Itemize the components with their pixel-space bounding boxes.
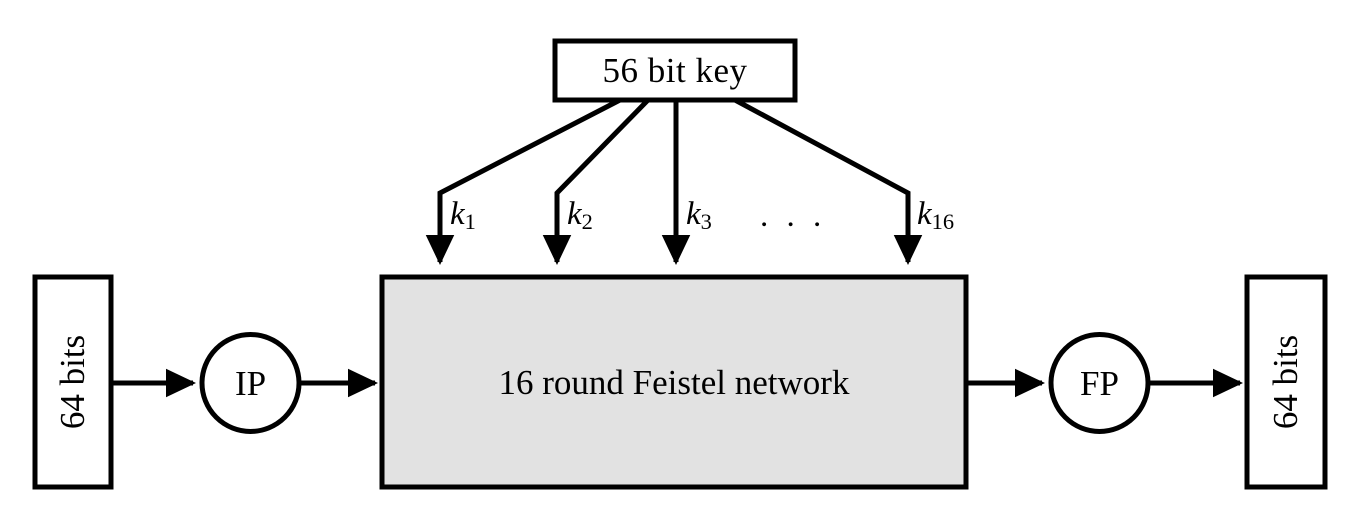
round-key-ellipsis: . . . (760, 198, 827, 234)
ip-label: IP (234, 363, 267, 403)
round-key-label-2: k2 (567, 198, 593, 233)
round-key-label-16: k16 (917, 198, 954, 233)
output-bits-box (1244, 274, 1328, 490)
input-bits-label: 64 bits (53, 334, 92, 430)
round-key-base-2: k (567, 196, 582, 232)
feistel-network-label: 16 round Feistel network (498, 362, 850, 402)
round-key-sub-2: 2 (581, 208, 593, 234)
output-bits-label: 64 bits (1266, 334, 1305, 430)
round-key-line-1 (425, 97, 622, 265)
round-key-label-1: k1 (450, 198, 476, 233)
round-key-base-1: k (450, 196, 465, 232)
feistel-network-box (379, 274, 969, 490)
round-key-line-2 (542, 98, 650, 265)
round-key-base-16: k (917, 196, 932, 232)
round-key-sub-16: 16 (931, 208, 955, 234)
round-key-sub-1: 1 (464, 208, 476, 234)
round-key-base-3: k (686, 196, 701, 232)
fp-label: FP (1080, 363, 1119, 403)
round-key-label-3: k3 (686, 198, 712, 233)
round-key-line-16 (733, 97, 923, 265)
key-box-label: 56 bit key (602, 51, 748, 90)
input-bits-box (32, 274, 114, 490)
round-key-sub-3: 3 (700, 208, 712, 234)
